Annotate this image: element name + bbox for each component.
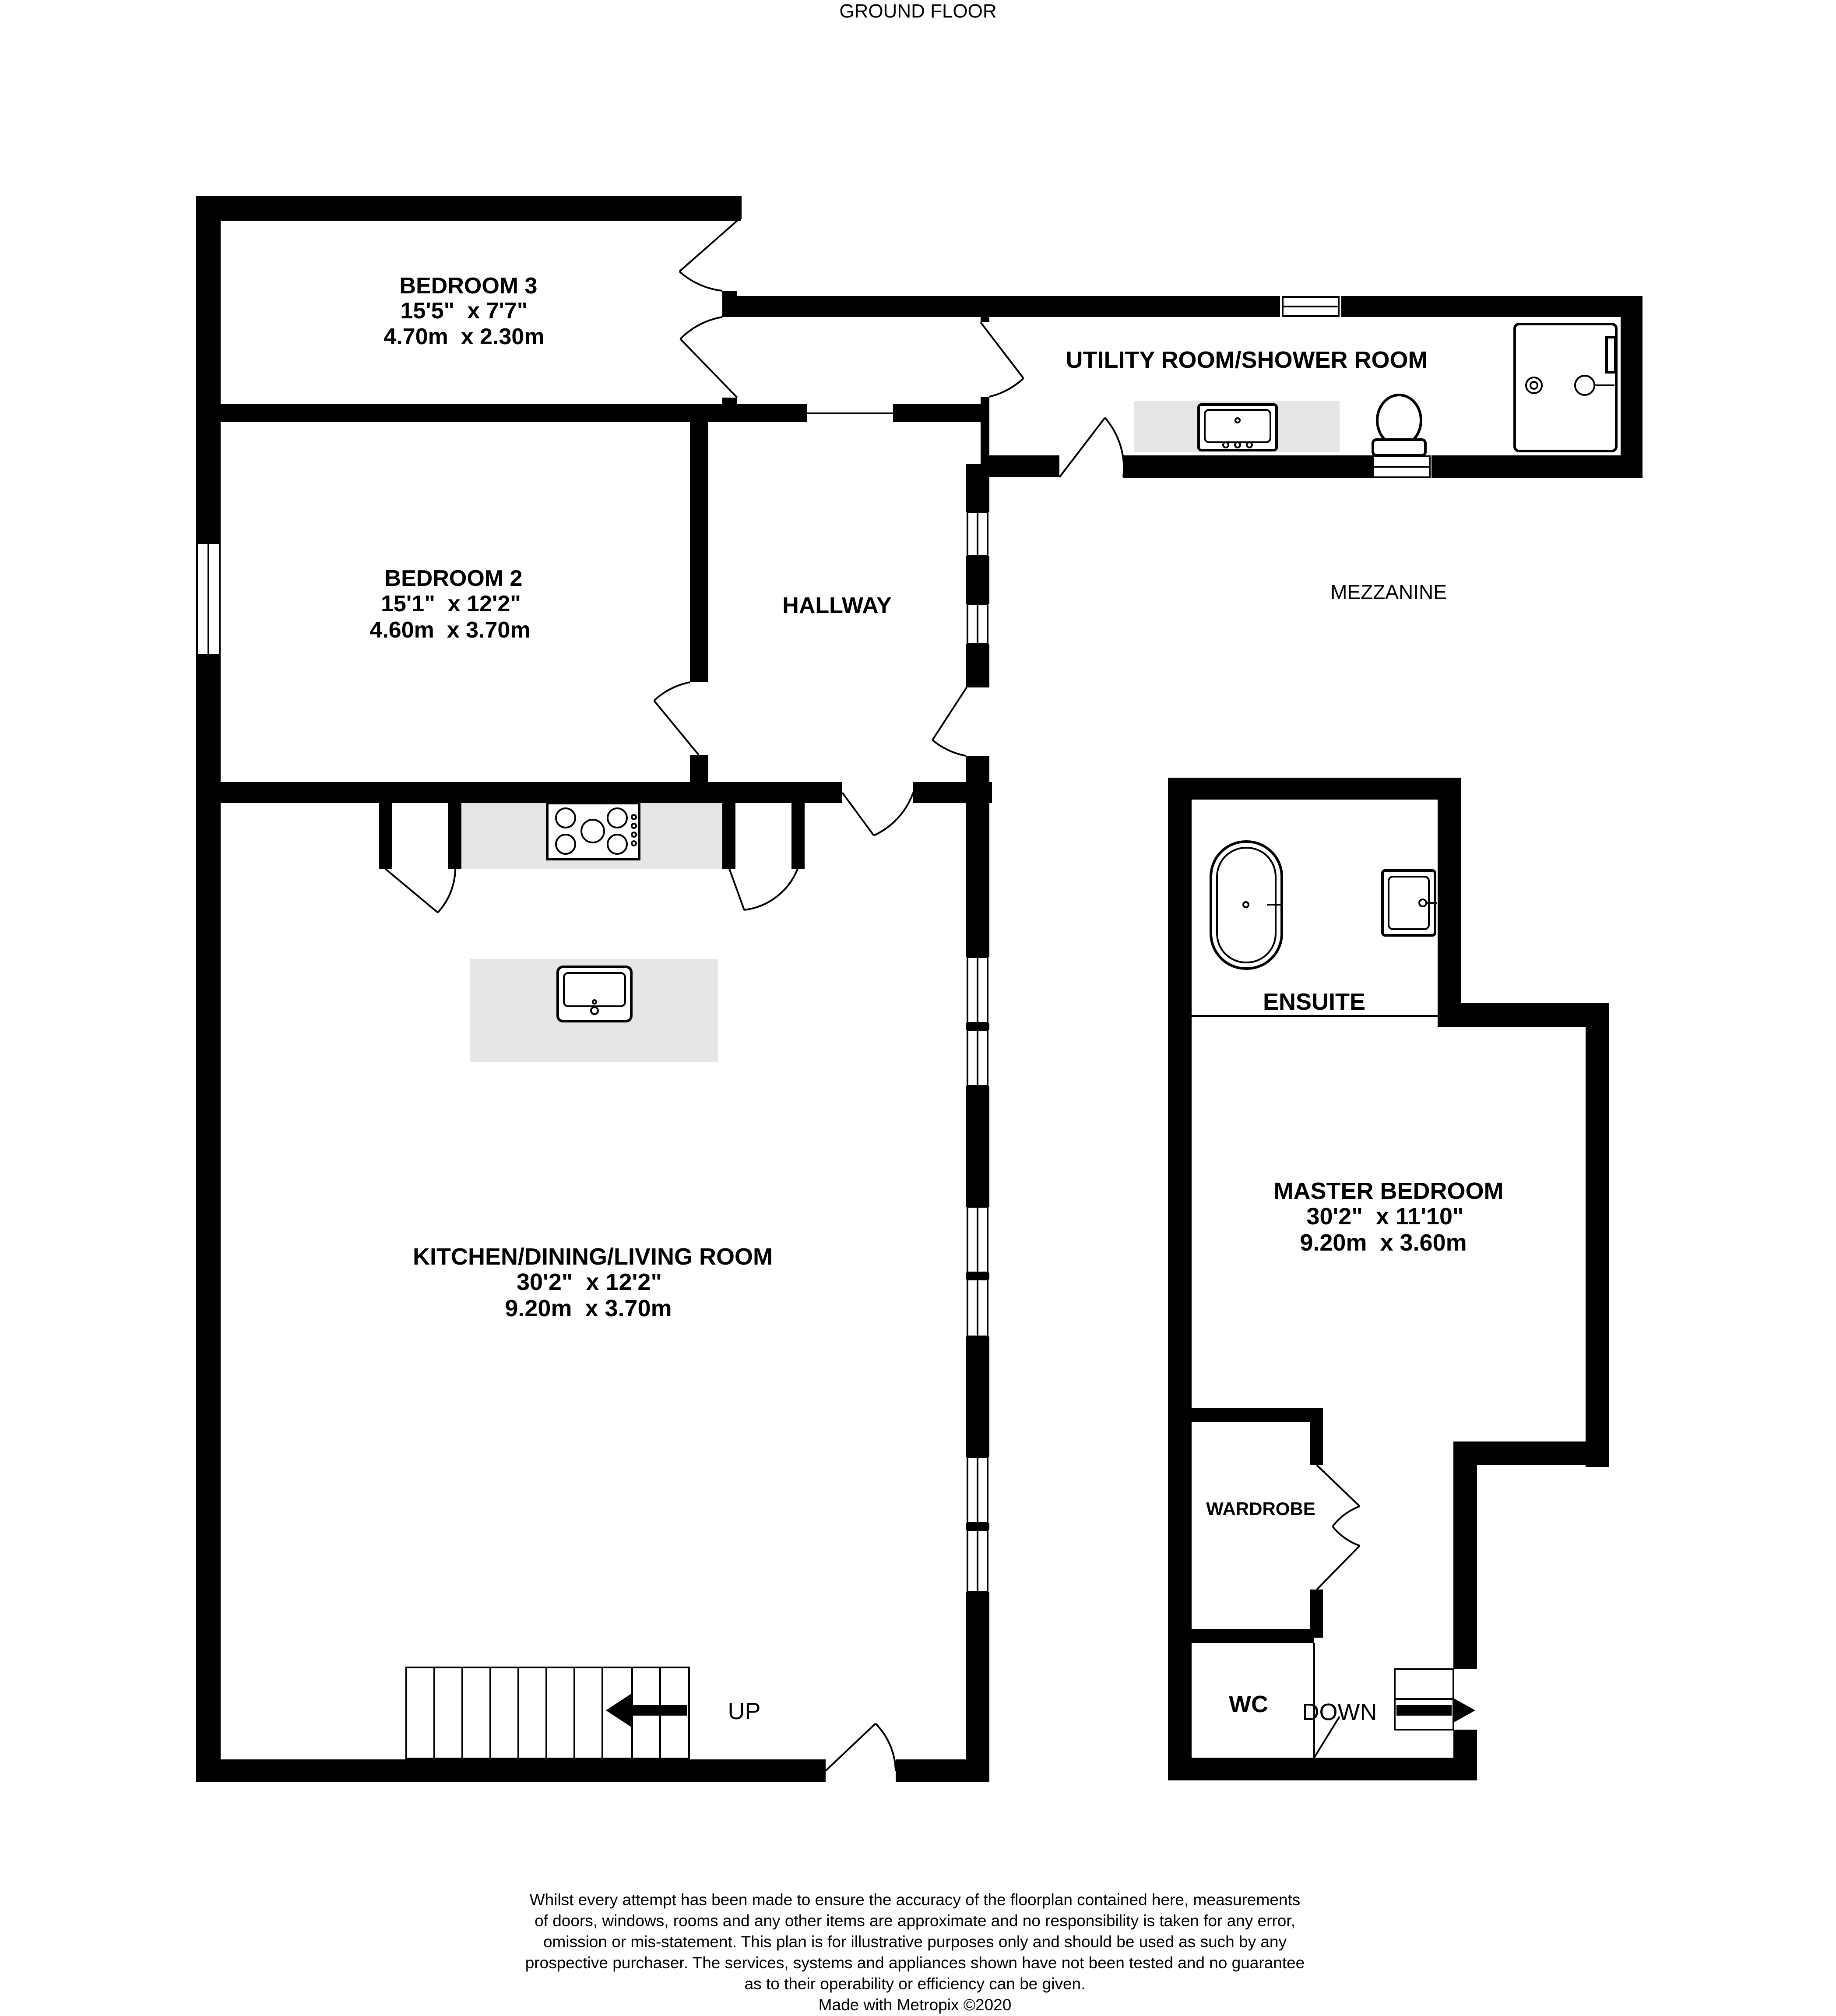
room-labels: BEDROOM 3 15'5" x 7'7" 4.70m x 2.30m BED… xyxy=(369,273,1503,1725)
island-sink-icon xyxy=(556,966,633,1022)
disclaimer-credit: Made with Metropix ©2020 xyxy=(818,1996,1012,2014)
bedroom3-imperial: 15'5" x 7'7" xyxy=(401,298,528,324)
stairs-up-label: UP xyxy=(728,1698,760,1724)
disclaimer-line: omission or mis-statement. This plan is … xyxy=(543,1933,1287,1951)
master-name: MASTER BEDROOM xyxy=(1274,1178,1504,1204)
disclaimer-line: Whilst every attempt has been made to en… xyxy=(529,1891,1301,1909)
staircase-down xyxy=(1396,1698,1475,1723)
kitchen-metric: 9.20m x 3.70m xyxy=(505,1295,672,1322)
bedroom2-imperial: 15'1" x 12'2" xyxy=(381,591,521,617)
mezzanine-name: MEZZANINE xyxy=(1330,581,1447,603)
windows xyxy=(196,296,1454,1731)
disclaimer-line: prospective purchaser. The services, sys… xyxy=(525,1954,1305,1972)
utility-name: UTILITY ROOM/SHOWER ROOM xyxy=(1066,347,1428,373)
disclaimer-line: of doors, windows, rooms and any other i… xyxy=(535,1912,1295,1930)
bedroom2-metric: 4.60m x 3.70m xyxy=(369,617,530,643)
utility-room-walls xyxy=(737,296,1643,478)
shower-icon xyxy=(1513,323,1618,452)
bathtub-icon xyxy=(1210,840,1283,970)
disclaimer: Whilst every attempt has been made to en… xyxy=(438,1889,1392,2016)
hallway-name: HALLWAY xyxy=(782,593,891,618)
bedroom2-name: BEDROOM 2 xyxy=(385,566,523,591)
bedroom3-metric: 4.70m x 2.30m xyxy=(383,324,544,349)
ensuite-basin-icon xyxy=(1381,869,1437,937)
staircase-up xyxy=(405,1667,690,1759)
ensuite-name: ENSUITE xyxy=(1263,989,1365,1015)
disclaimer-line: as to their operability or efficiency ca… xyxy=(744,1975,1086,1993)
floor-title: GROUND FLOOR xyxy=(839,0,996,22)
master-suite-walls xyxy=(1168,778,1609,1780)
kitchen-imperial: 30'2" x 12'2" xyxy=(517,1269,662,1295)
toilet-icon xyxy=(1372,394,1427,457)
master-metric: 9.20m x 3.60m xyxy=(1300,1230,1467,1256)
doors xyxy=(384,220,1445,1772)
bedroom3-name: BEDROOM 3 xyxy=(400,273,538,299)
wardrobe-name: WARDROBE xyxy=(1206,1498,1315,1519)
kitchen-name: KITCHEN/DINING/LIVING ROOM xyxy=(413,1244,773,1270)
utility-sink-icon xyxy=(1197,403,1278,451)
stairs-down-label: DOWN xyxy=(1302,1699,1377,1725)
fixtures xyxy=(405,323,1618,1759)
wc-name: WC xyxy=(1229,1691,1268,1717)
left-block-walls xyxy=(196,196,992,1782)
master-imperial: 30'2" x 11'10" xyxy=(1306,1203,1463,1230)
hob-icon xyxy=(546,802,640,860)
